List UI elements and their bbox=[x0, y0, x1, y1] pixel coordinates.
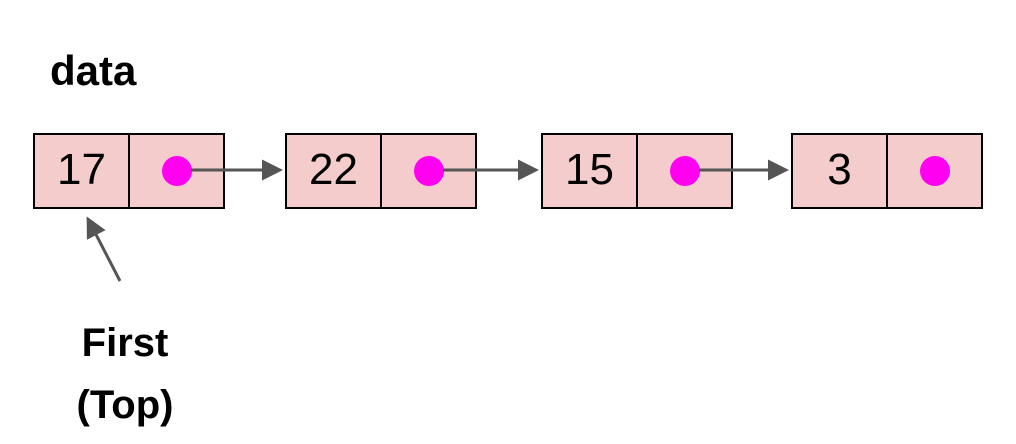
node-value: 17 bbox=[57, 145, 106, 194]
pointer-dot-icon bbox=[161, 156, 192, 186]
list-node: 22 bbox=[285, 133, 477, 209]
head-pointer-label: First (Top) bbox=[58, 312, 192, 436]
list-node: 17 bbox=[33, 133, 225, 209]
node-pointer-cell bbox=[886, 135, 981, 207]
head-label-line1: First bbox=[81, 321, 169, 365]
node-value: 22 bbox=[309, 145, 358, 194]
node-value: 15 bbox=[565, 145, 614, 194]
list-node: 3 bbox=[791, 133, 983, 209]
head-label-line2: (Top) bbox=[76, 383, 174, 427]
node-pointer-cell bbox=[128, 135, 223, 207]
head-arrow-icon bbox=[86, 216, 122, 282]
diagram-title: data bbox=[50, 47, 137, 94]
node-pointer-cell bbox=[636, 135, 731, 207]
pointer-dot-icon bbox=[413, 156, 444, 186]
node-pointer-cell bbox=[380, 135, 475, 207]
node-value: 3 bbox=[827, 145, 852, 194]
pointer-dot-icon bbox=[919, 156, 950, 186]
list-node: 15 bbox=[541, 133, 733, 209]
pointer-dot-icon bbox=[669, 156, 700, 186]
